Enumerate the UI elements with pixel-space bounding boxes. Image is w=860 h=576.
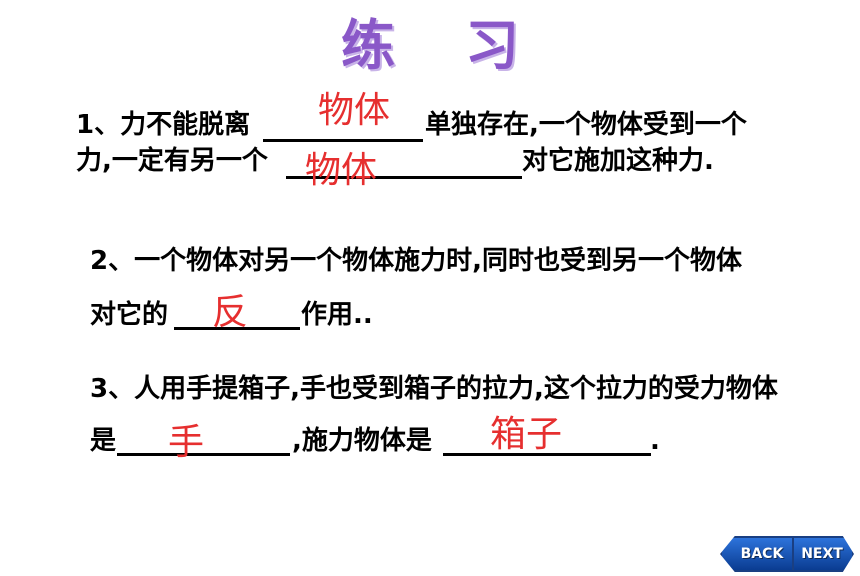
title-char-1: 练: [341, 13, 395, 77]
next-button[interactable]: NEXT: [792, 536, 854, 572]
question-3-blank-1: [117, 453, 290, 456]
question-3-answer-2: 箱子: [490, 414, 563, 455]
question-2-blank: [174, 327, 300, 330]
question-3-blank-2: [443, 453, 651, 456]
question-1-line-2-prefix: 力,一定有另一个: [76, 146, 268, 176]
question-3-line-1: 3、人用手提箱子,手也受到箱子的拉力,这个拉力的受力物体: [90, 374, 778, 404]
question-2-line-2-suffix: 作用..: [301, 300, 373, 330]
question-1-line-1-suffix: 单独存在,一个物体受到一个: [425, 110, 747, 140]
page-title: 练 习: [0, 18, 860, 72]
question-3-line-2-prefix: 是: [90, 426, 117, 456]
question-3-answer-1: 手: [168, 422, 205, 463]
question-1-line-1-prefix: 1、力不能脱离: [76, 110, 251, 140]
question-1-answer-1: 物体: [318, 90, 391, 131]
question-1-blank-2: [286, 176, 522, 179]
question-1-blank-1: [263, 139, 423, 142]
question-2-line-1: 2、一个物体对另一个物体施力时,同时也受到另一个物体: [90, 246, 742, 276]
question-1-line-2-suffix: 对它施加这种力.: [522, 146, 714, 176]
question-1-answer-2: 物体: [305, 150, 378, 191]
question-2-line-2-prefix: 对它的: [90, 300, 169, 330]
title-char-2: 习: [465, 13, 519, 77]
back-button[interactable]: BACK: [720, 536, 802, 572]
question-3-line-2-suffix: .: [650, 426, 660, 456]
question-3-line-2-middle: ,施力物体是: [292, 426, 432, 456]
question-2-answer: 反: [212, 292, 249, 333]
